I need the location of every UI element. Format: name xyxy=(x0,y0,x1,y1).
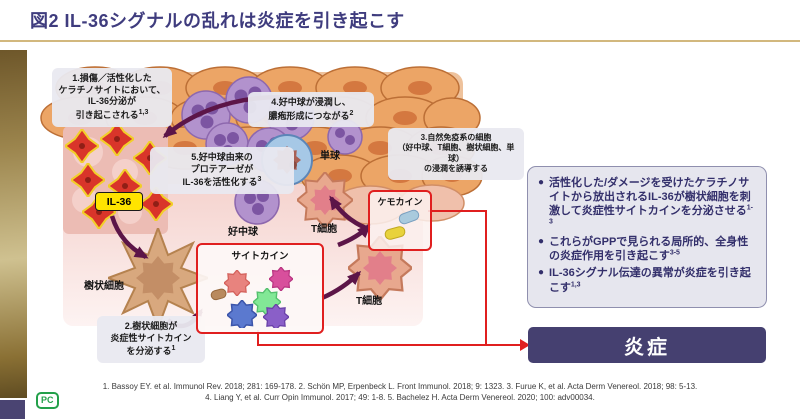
dendritic-label: 樹状細胞 xyxy=(84,281,124,292)
il36-label: IL-36 xyxy=(95,192,143,211)
arrow-cytokine-to-tcell xyxy=(321,270,362,301)
navy-corner-block xyxy=(0,400,25,419)
t-cell-upper-label: T細胞 xyxy=(311,224,338,235)
neutrophil-label: 好中球 xyxy=(228,227,258,238)
callout-line: 膿疱形成につながる2 xyxy=(268,109,354,121)
citation-sup: 3-5 xyxy=(669,249,680,257)
citation-sup: 1,3 xyxy=(138,109,149,117)
monocyte-label: 単球 xyxy=(320,151,340,162)
callout-line: IL-36を活性化する3 xyxy=(182,176,262,188)
cytokine-box: サイトカイン xyxy=(196,243,324,334)
summary-panel: 活性化した/ダメージを受けたケラチノサイトから放出されるIL-36が樹状細胞を刺… xyxy=(527,166,767,308)
callout-line: 2.樹状細胞が xyxy=(124,321,178,331)
summary-bullet: 活性化した/ダメージを受けたケラチノサイトから放出されるIL-36が樹状細胞を刺… xyxy=(538,176,756,232)
cytokine-molecules xyxy=(210,267,293,330)
arrow-il36-to-dendritic xyxy=(109,215,149,259)
red-arrowhead xyxy=(520,339,530,351)
gold-sidebar xyxy=(0,50,27,398)
callout-line: を分泌する1 xyxy=(126,345,176,357)
callout-1-keratinocyte: 1.損傷／活性化した ケラチノサイトにおいて、 IL-36分泌が 引き起こされる… xyxy=(52,68,172,127)
citation-sup: 3 xyxy=(257,176,262,184)
callout-line: 4.好中球が浸潤し、 xyxy=(271,97,351,107)
callout-line: 5.好中球由来の xyxy=(191,152,253,162)
callout-3-innate-immune: 3.自然免疫系の細胞 （好中球、T細胞、樹状細胞、単球） の浸潤を誘導する xyxy=(388,128,524,180)
reference-line: 4. Liang Y, et al. Curr Opin Immunol. 20… xyxy=(205,393,595,402)
chemokine-molecules xyxy=(384,209,420,240)
callout-line: 3.自然免疫系の細胞 xyxy=(420,133,492,142)
citation-sup: 1 xyxy=(171,345,176,353)
summary-bullet: IL-36シグナル伝達の異常が炎症を引き起こす1,3 xyxy=(538,266,756,294)
connector-cytokine-to-inflammation xyxy=(257,330,520,346)
summary-bullet-list: 活性化した/ダメージを受けたケラチノサイトから放出されるIL-36が樹状細胞を刺… xyxy=(538,176,756,295)
page-title: 図2 IL-36シグナルの乱れは炎症を引き起こす xyxy=(30,11,405,31)
t-cell-lower-label: T細胞 xyxy=(356,296,383,307)
reference-line: 1. Bassoy EY. et al. Immunol Rev. 2018; … xyxy=(102,382,698,391)
chemokine-label: ケモカイン xyxy=(377,197,423,207)
arrow-cells-to-chemokine xyxy=(337,223,372,248)
callout-line: 引き起こされる1,3 xyxy=(75,109,149,121)
citation-sup: 2 xyxy=(349,109,354,117)
callout-line: （好中球、T細胞、樹状細胞、単球） xyxy=(397,143,515,163)
callout-line: IL-36分泌が xyxy=(87,96,136,107)
chemokine-box: ケモカイン xyxy=(368,190,432,251)
callout-line: の浸潤を誘導する xyxy=(424,164,488,174)
inflammation-box: 炎症 xyxy=(528,327,766,363)
callout-line: 1.損傷／活性化した xyxy=(72,73,152,83)
red-connectors xyxy=(257,210,520,346)
connector-chemokine xyxy=(428,210,487,345)
callout-4-neutrophil-infiltration: 4.好中球が浸潤し、 膿疱形成につながる2 xyxy=(248,92,374,128)
callout-line: 炎症性サイトカイン xyxy=(110,332,192,343)
citation-sup: 1-3 xyxy=(549,204,753,226)
references: 1. Bassoy EY. et al. Immunol Rev. 2018; … xyxy=(40,381,760,403)
title-underline xyxy=(0,40,800,42)
citation-sup: 1,3 xyxy=(570,280,581,288)
callout-line: ケラチノサイトにおいて、 xyxy=(58,84,166,95)
cytokine-label: サイトカイン xyxy=(231,251,289,262)
summary-bullet: これらがGPPで見られる局所的、全身性の炎症作用を引き起こす3-5 xyxy=(538,235,756,263)
callout-5-protease: 5.好中球由来の プロテアーゼが IL-36を活性化する3 xyxy=(150,147,294,195)
callout-line: プロテアーゼが xyxy=(190,163,254,174)
pc-logo: PC xyxy=(36,392,59,409)
callout-2-dendritic-secretion: 2.樹状細胞が 炎症性サイトカイン を分泌する1 xyxy=(97,316,205,364)
